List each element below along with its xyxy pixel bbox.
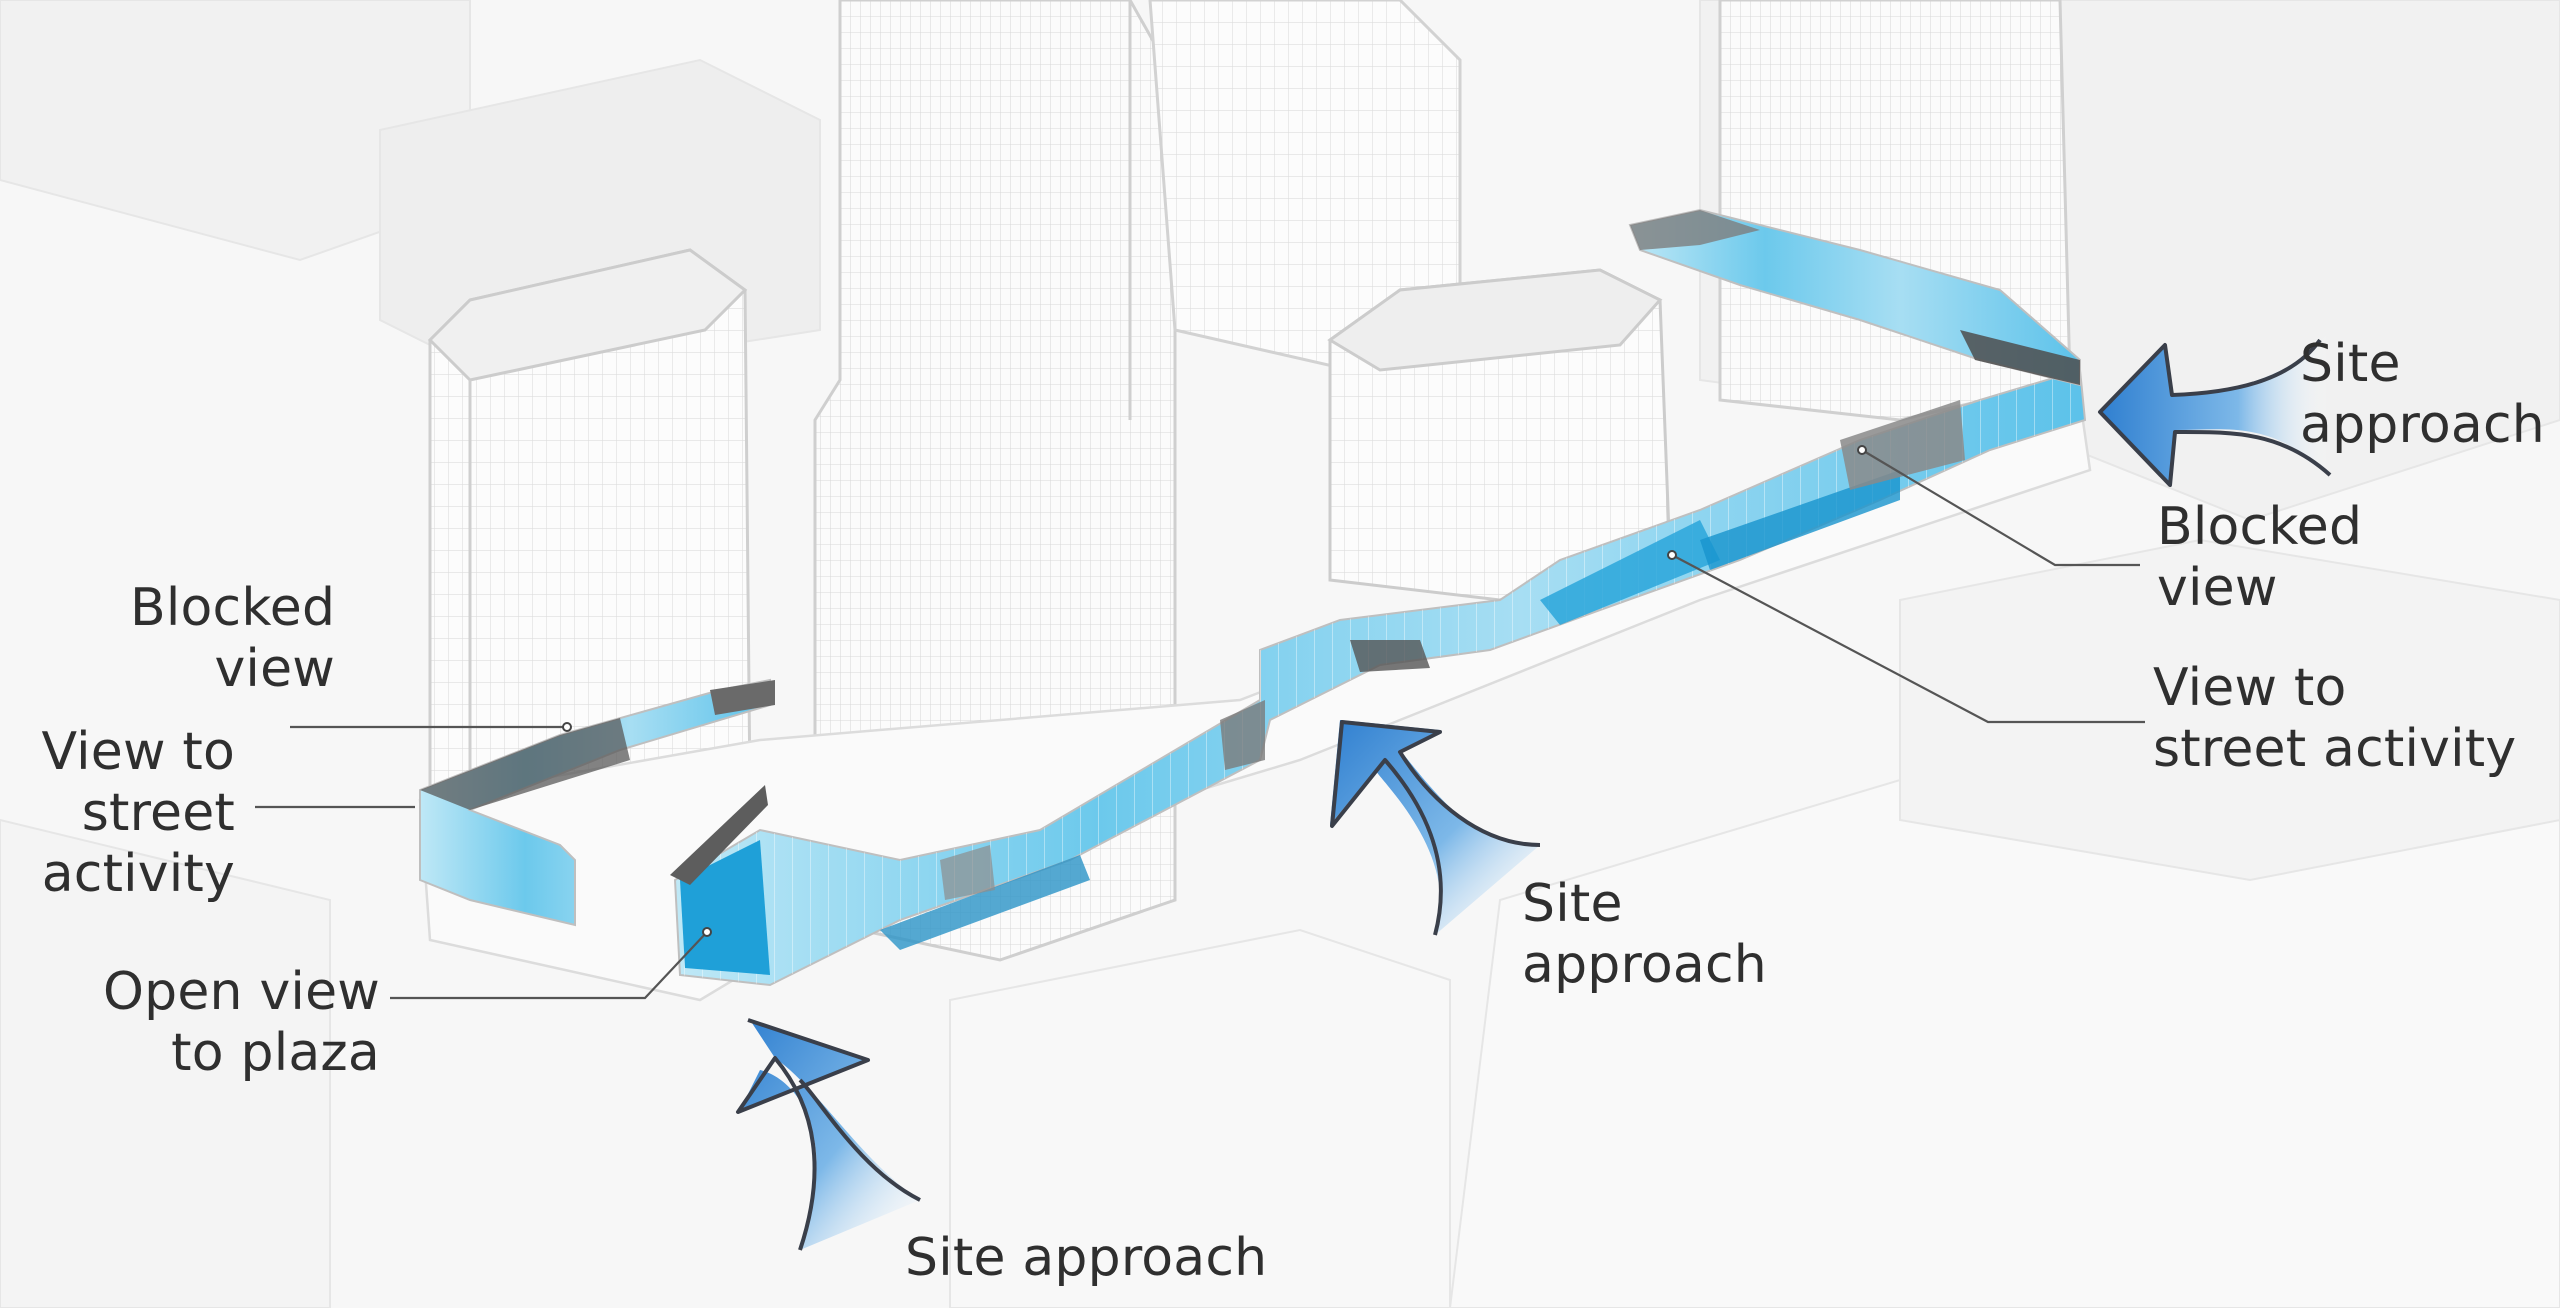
leader-points [562, 445, 1867, 937]
label-blocked-view-right: Blocked view [2157, 497, 2363, 618]
leader-blocked-view-right [1861, 449, 2140, 567]
label-site-approach-bottom: Site approach [905, 1228, 1268, 1288]
leader-view-street-right [1671, 554, 2145, 724]
walkway-path [419, 208, 2087, 987]
site-approach-arrow-icon [1330, 720, 1541, 936]
leader-lines [255, 449, 2145, 1000]
label-blocked-view-left: Blocked view [130, 578, 336, 699]
label-site-approach-right: Site approach [2300, 334, 2545, 455]
leader-open-view-plaza [390, 931, 708, 1000]
label-view-street-right: View to street activity [2153, 658, 2517, 779]
label-open-view-plaza: Open view to plaza [103, 962, 380, 1083]
label-site-approach-middle: Site approach [1522, 874, 1767, 995]
site-approach-arrow-icon [736, 1018, 921, 1251]
site-approach-arrow-icon [2098, 330, 2332, 487]
mid-building [1327, 268, 1672, 602]
label-view-street-left: View to street activity [41, 722, 235, 904]
